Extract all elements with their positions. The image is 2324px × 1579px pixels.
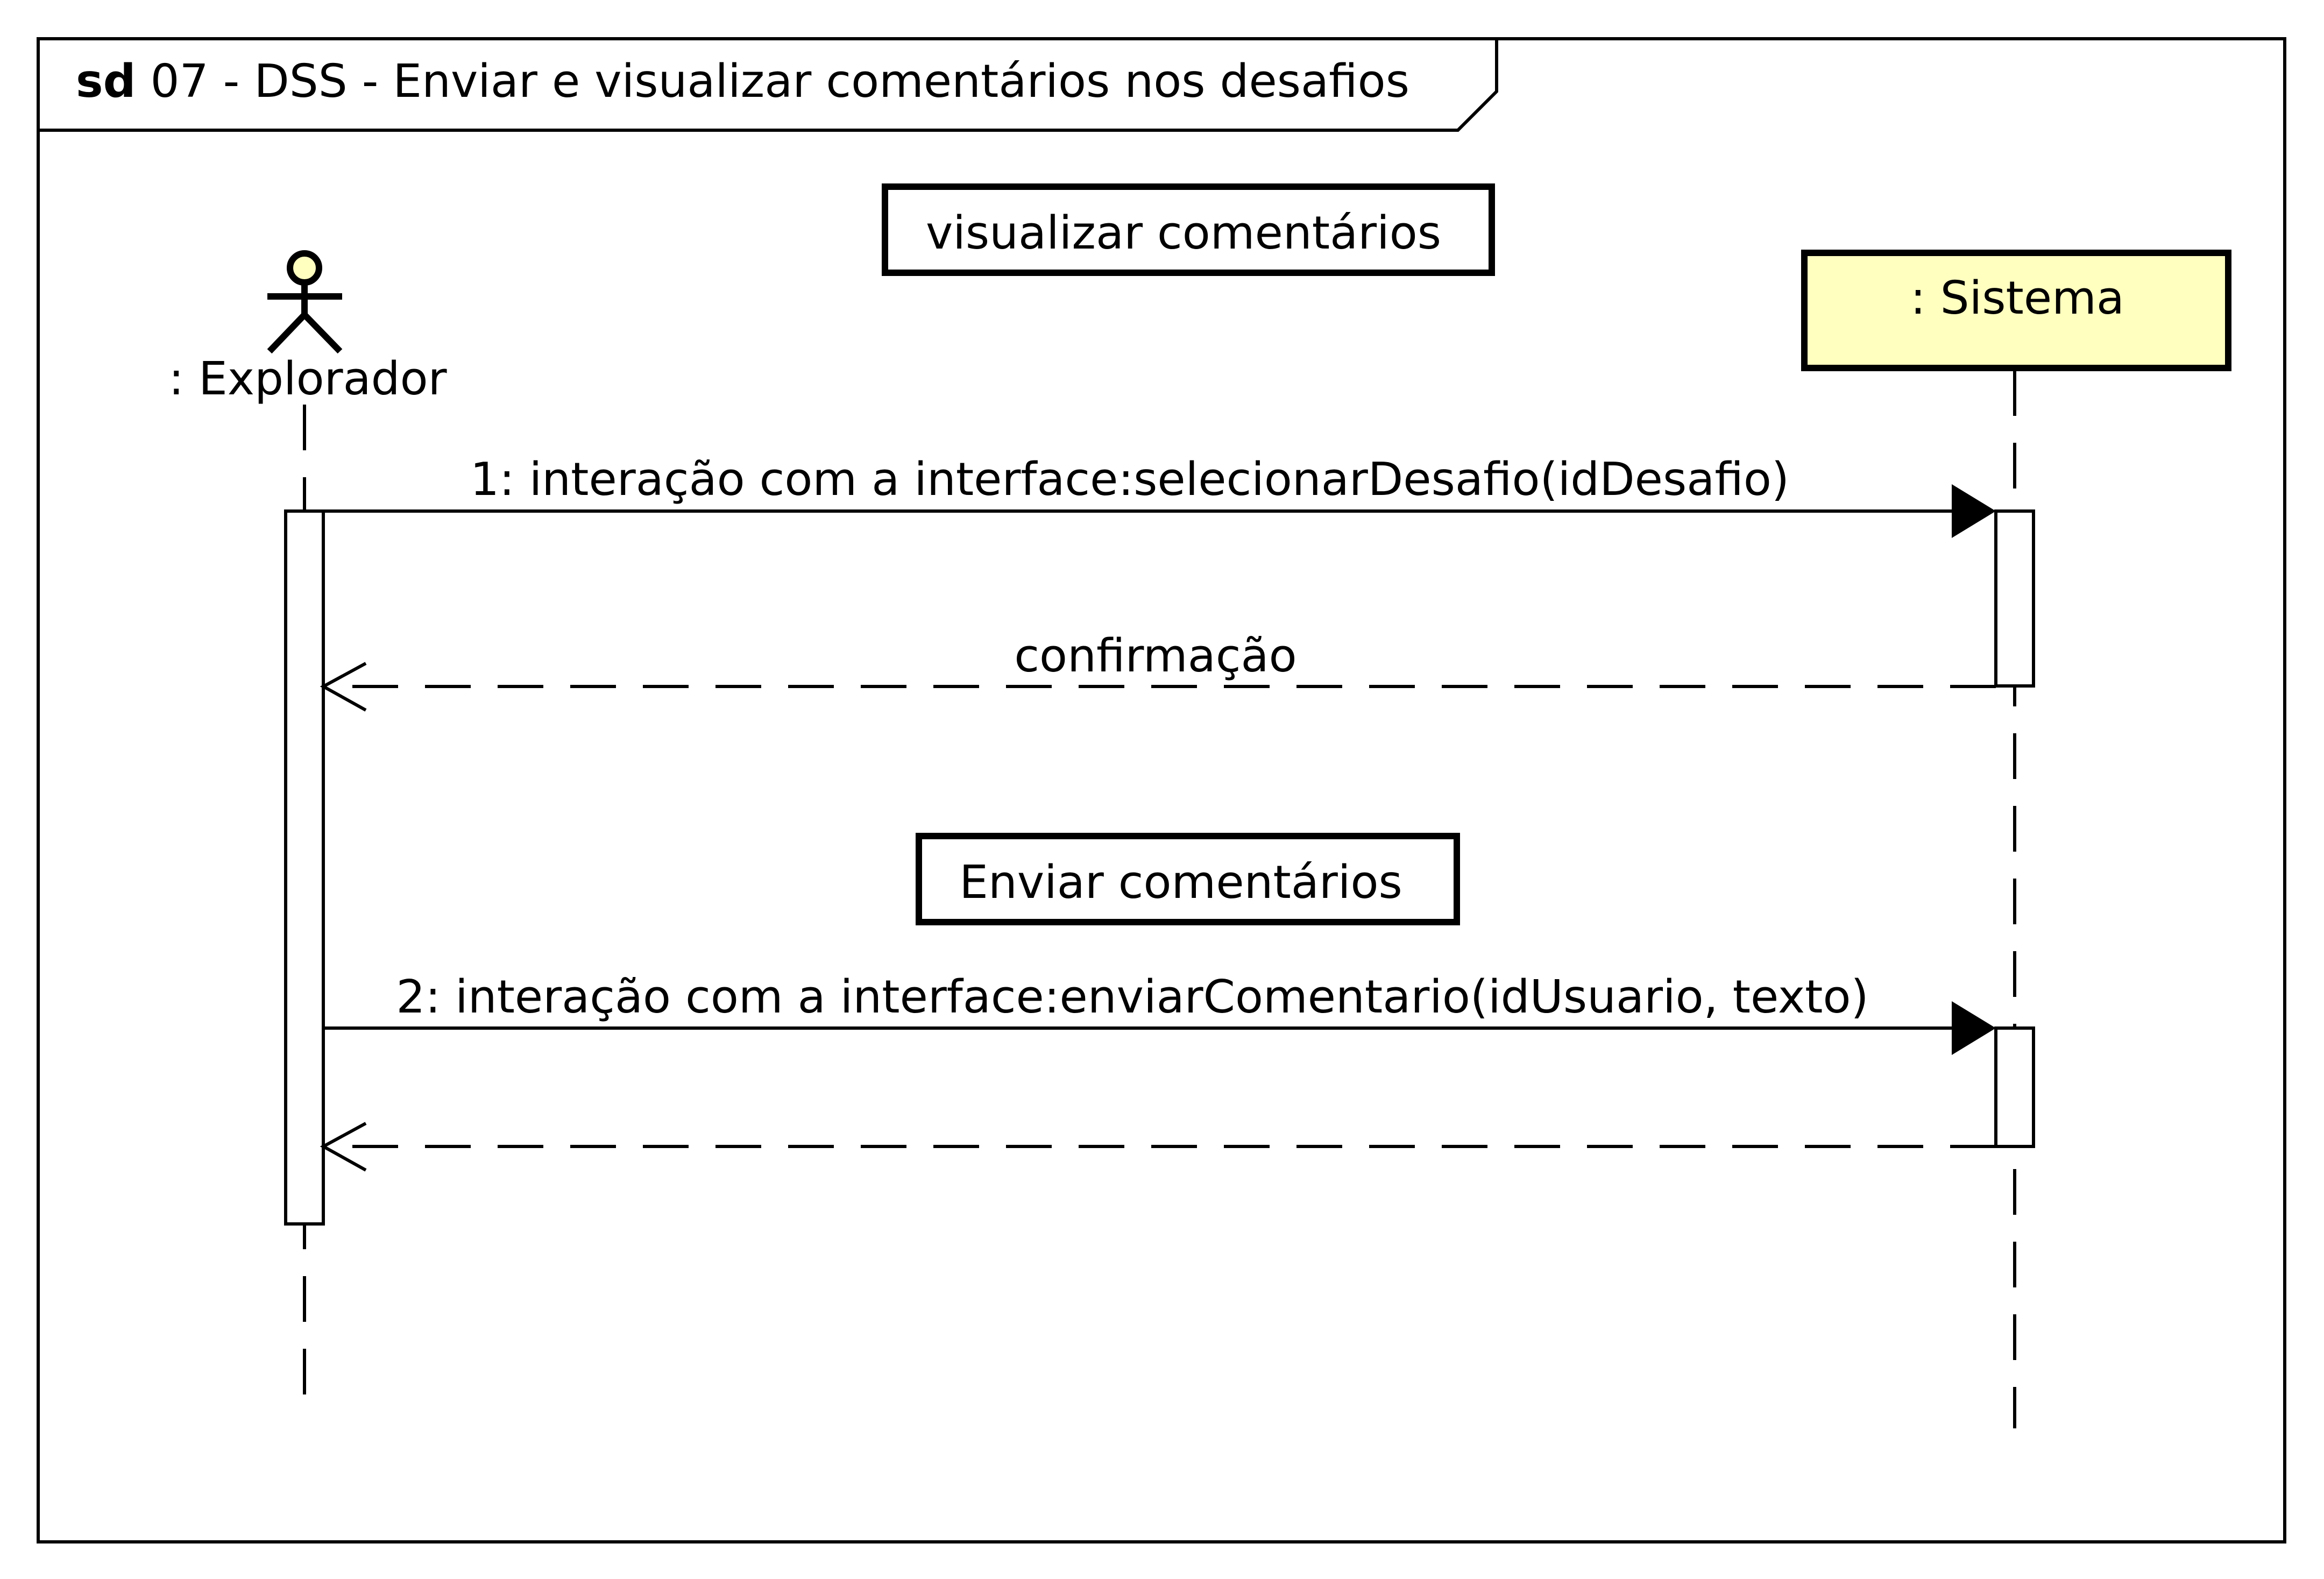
message-1-arrowhead: [1952, 484, 1996, 538]
system-activation-bar-1: [1994, 509, 2035, 688]
note-enviar: [916, 833, 1460, 925]
system-label: : Sistema: [1910, 272, 2124, 325]
message-2-label: 2: interação com a interface:enviarComen…: [396, 971, 1868, 1024]
actor-activation-bar: [284, 509, 325, 1226]
note-visualizar-label: visualizar comentários: [926, 207, 1441, 260]
frame-title-text: 07 - DSS - Enviar e visualizar comentári…: [150, 55, 1409, 108]
stick-figure-icon: [267, 250, 343, 354]
message-2-arrowhead: [1952, 1001, 1996, 1055]
message-1-label: 1: interação com a interface:selecionarD…: [470, 453, 1789, 506]
system-lifeline-head: [1801, 250, 2231, 371]
diagram-frame: [37, 37, 2286, 1543]
message-return-2-arrowhead: [320, 1122, 367, 1172]
note-enviar-label: Enviar comentários: [959, 856, 1402, 909]
message-confirmacao-arrowhead: [320, 662, 367, 712]
frame-title: sd 07 - DSS - Enviar e visualizar coment…: [76, 55, 1409, 108]
note-visualizar: [882, 183, 1495, 276]
message-confirmacao-label: confirmação: [1014, 629, 1296, 683]
system-activation-bar-2: [1994, 1026, 2035, 1148]
actor-label: : Explorador: [168, 352, 447, 406]
frame-keyword: sd: [76, 55, 136, 108]
frame-title-tab: [38, 39, 1498, 132]
